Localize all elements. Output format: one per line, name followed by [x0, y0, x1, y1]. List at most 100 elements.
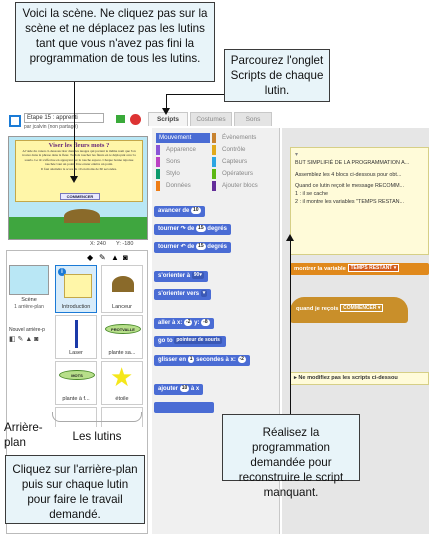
block-text: degrés	[207, 244, 227, 250]
block-input[interactable]: 10	[191, 206, 201, 214]
block-text: quand je reçois	[296, 306, 339, 312]
sprite-label: Introduction	[61, 304, 91, 310]
category-apparence[interactable]: Apparence	[156, 145, 210, 155]
upload-sprite-icon[interactable]: ▲	[111, 253, 119, 262]
stage[interactable]: Viser les fleurs mots ? A l'aide du cano…	[8, 136, 148, 240]
block-tourner-gauche[interactable]: tourner ↶ de 15 degrés	[154, 242, 231, 253]
block-ajouter[interactable]: ajouter 10 à x	[154, 384, 204, 395]
block-input[interactable]: 1	[187, 355, 195, 363]
tab-sons[interactable]: Sons	[234, 112, 272, 126]
info-icon[interactable]: i	[58, 268, 66, 276]
callout-backdrop: Cliquez sur l'arrière-plan puis sur chaq…	[5, 455, 145, 524]
block-avancer[interactable]: avancer de 10	[154, 206, 205, 217]
star-icon: ★	[110, 362, 134, 392]
note-line: Quand ce lutin reçoit le message RECOMM.…	[295, 183, 405, 190]
stage-thumbnail[interactable]	[9, 265, 49, 295]
block-text: secondes à x:	[196, 357, 236, 363]
arrow-head-rebuild	[286, 234, 294, 241]
block-partial[interactable]	[154, 402, 214, 413]
category-ajouter-blocs[interactable]: Ajouter blocs	[212, 181, 272, 191]
coords-y: Y: -180	[116, 241, 134, 247]
block-s-orienter-vers[interactable]: s'orienter vers ▾	[154, 289, 212, 300]
script-block-quand-je-recois[interactable]: quand je reçois COMMENCER ▾	[290, 297, 408, 323]
paint-sprite-icon[interactable]: ✎	[99, 253, 106, 262]
intro-card: Viser les fleurs mots ? A l'aide du cano…	[15, 140, 143, 202]
block-text: avancer de	[158, 208, 190, 214]
block-dropdown[interactable]: pointeur de souris	[174, 336, 222, 344]
note-line: 2 : il montre les variables "TEMPS RESTA…	[295, 199, 405, 205]
tab-costumes[interactable]: Costumes	[190, 112, 232, 126]
arrow-rebuild	[290, 240, 291, 414]
block-text: glisser en	[158, 357, 187, 363]
category-donnees[interactable]: Données	[156, 181, 210, 191]
block-input[interactable]: 15	[196, 224, 206, 232]
block-input[interactable]: 10	[179, 384, 190, 392]
block-text: degrés	[207, 226, 227, 232]
comment-note-2[interactable]: ▸ Ne modifiez pas les scripts ci-dessou	[290, 372, 429, 385]
block-palette: Mouvement Évènements Apparence Contrôle …	[152, 128, 280, 534]
arrow-scripts-v	[166, 94, 167, 110]
category-sons[interactable]: Sons	[156, 157, 210, 167]
block-dropdown[interactable]: 90▾	[191, 271, 204, 279]
note-line: 1 : il se cache	[295, 191, 328, 198]
block-text: tourner ↶ de	[158, 244, 195, 250]
sprite-laser[interactable]: Laser	[55, 315, 97, 359]
ground	[9, 217, 147, 239]
block-dropdown[interactable]: TEMPS RESTANT ▾	[347, 264, 400, 273]
script-block-montrer-variable[interactable]: montrer la variable TEMPS RESTANT ▾	[290, 263, 429, 275]
block-text: tourner ↷ de	[158, 226, 195, 232]
note-collapse-icon[interactable]: ▾	[295, 152, 299, 158]
block-input[interactable]: -8	[201, 318, 210, 326]
category-capteurs[interactable]: Capteurs	[212, 157, 272, 167]
sprite-plante-a-f[interactable]: MOTS plante à f...	[55, 361, 97, 405]
block-glisser[interactable]: glisser en 1 secondes à x: -2	[154, 355, 250, 366]
callout-scripts-tab: Parcourez l'onglet Scripts de chaque lut…	[224, 49, 330, 102]
sprite-lanceur[interactable]: Lanceur	[101, 265, 143, 313]
category-controle[interactable]: Contrôle	[212, 145, 272, 155]
project-author: par jcalvin (non partagé)	[24, 124, 78, 130]
card-text: A l'aide du canon ci-dessous tirer dans …	[22, 149, 136, 166]
arrow-stage	[74, 82, 75, 178]
sprite-library-icon[interactable]: ◆	[87, 253, 94, 262]
category-operateurs[interactable]: Opérateurs	[212, 169, 272, 179]
block-text: go to	[158, 338, 173, 344]
sprite-etoile[interactable]: ★ étoile	[101, 361, 143, 405]
green-flag-icon[interactable]	[116, 115, 125, 123]
block-dropdown[interactable]: ▾	[200, 289, 208, 297]
block-text: aller à x:	[158, 320, 183, 326]
block-input[interactable]: 15	[196, 242, 206, 250]
sprite-label: plante sa...	[108, 350, 136, 356]
sprite-more-2[interactable]	[101, 407, 143, 427]
arrow-head-stage	[70, 176, 78, 183]
backdrop-tools: ◧ ✎ ▲ ◙	[9, 336, 39, 343]
block-s-orienter-a[interactable]: s'orienter à 90▾	[154, 271, 208, 282]
sprite-introduction[interactable]: i Introduction	[55, 265, 97, 313]
comment-note[interactable]: ▾ BUT SIMPLIFIÉ DE LA PROGRAMMATION A...…	[290, 147, 429, 255]
stage-label: Scène	[21, 297, 37, 303]
callout-rebuild: Réalisez la programmation demandée pour …	[222, 414, 360, 499]
block-go-to[interactable]: go to pointeur de souris	[154, 336, 226, 347]
stop-icon[interactable]	[130, 114, 141, 125]
project-title-field[interactable]: Etape 15 : apprenti	[24, 113, 104, 123]
block-input[interactable]: -2	[184, 318, 193, 326]
callout-stage: Voici la scène. Ne cliquez pas sur la sc…	[15, 2, 215, 82]
fullscreen-icon[interactable]	[9, 115, 21, 127]
sprite-label: étoile	[115, 396, 129, 402]
camera-icon[interactable]: ◙	[123, 253, 128, 262]
block-text: s'orienter à	[158, 273, 191, 279]
arriere-plan-label: Arrière-plan	[4, 421, 43, 450]
block-dropdown[interactable]: COMMENCER ▾	[340, 304, 384, 313]
editor-tabs: Scripts Costumes Sons	[148, 112, 278, 126]
sprite-plante-sa[interactable]: PROTVALLE plante sa...	[101, 315, 143, 359]
block-aller-a[interactable]: aller à x: -2 y: -8	[154, 318, 214, 329]
block-tourner-droite[interactable]: tourner ↷ de 15 degrés	[154, 224, 231, 235]
sprite-thumb	[75, 320, 78, 348]
category-mouvement[interactable]: Mouvement	[156, 133, 210, 143]
start-button[interactable]: COMMENCER	[60, 193, 100, 200]
category-stylo[interactable]: Stylo	[156, 169, 210, 179]
note-line: Assemblez les 4 blocs ci-dessous pour ob…	[295, 171, 402, 178]
category-evenements[interactable]: Évènements	[212, 133, 272, 143]
new-backdrop-label: Nouvel arrière-p	[9, 327, 45, 333]
block-input[interactable]: -2	[237, 355, 246, 363]
block-text: à x	[190, 386, 200, 392]
